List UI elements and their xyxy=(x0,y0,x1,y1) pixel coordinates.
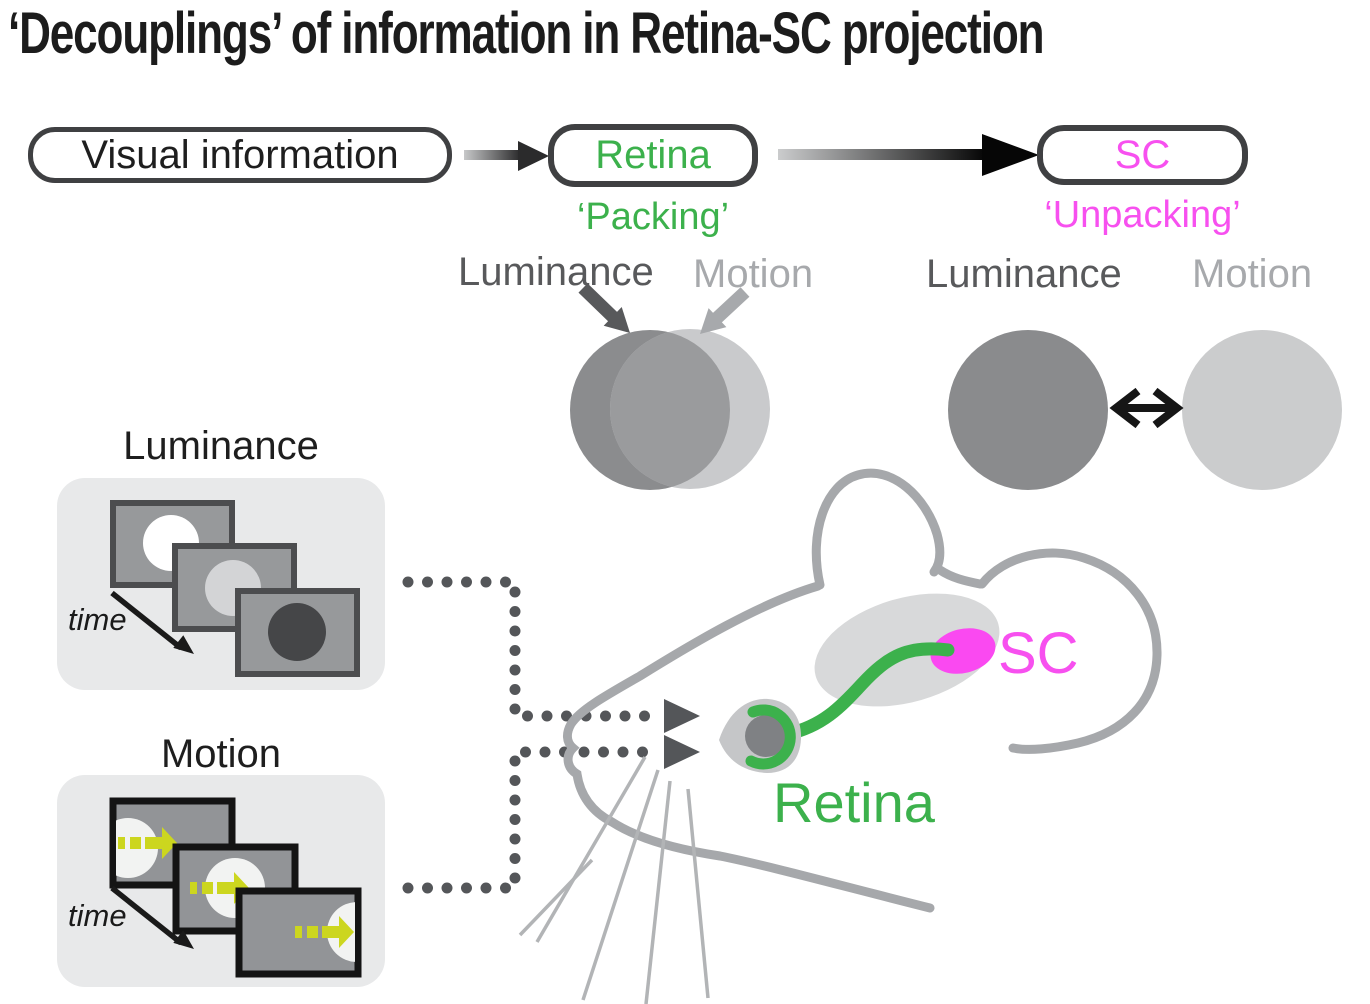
sc-blob xyxy=(930,628,996,674)
pupil xyxy=(745,715,787,757)
packing-luminance-label: Luminance xyxy=(458,250,654,294)
mouse-big-ear xyxy=(977,548,1162,754)
motion-panel-title: Motion xyxy=(160,732,282,776)
double-headed-arrow-icon xyxy=(1109,387,1184,429)
sc-box: SC xyxy=(1037,125,1248,185)
mouse-front-ear xyxy=(811,468,945,590)
mouse-head-between-ears xyxy=(935,565,985,589)
retina-ring xyxy=(745,704,796,770)
visual-information-label: Visual information xyxy=(81,132,399,177)
luminance-panel-title: Luminance xyxy=(123,424,319,468)
unpacking-label: ‘Unpacking’ xyxy=(1044,194,1241,236)
retina-box-label: Retina xyxy=(595,133,711,177)
luminance-frames xyxy=(110,500,360,677)
motion-pointer-arrow-icon xyxy=(700,287,750,334)
mouse-head-outline xyxy=(563,581,935,913)
figure-title: ‘Decouplings’ of information in Retina-S… xyxy=(8,1,1045,66)
motion-frames xyxy=(109,797,362,978)
packing-label: ‘Packing’ xyxy=(576,196,730,238)
motion-arrow-frame3-icon xyxy=(295,916,354,948)
visual-information-box: Visual information xyxy=(28,127,452,183)
time-label-luminance: time xyxy=(68,602,127,637)
retina-box: Retina xyxy=(548,124,758,187)
gradient-arrow-1-icon xyxy=(464,141,549,171)
mouse-head-illustration xyxy=(518,468,1162,1004)
unpacking-luminance-label: Luminance xyxy=(926,252,1122,296)
dotted-connector-luminance xyxy=(402,576,700,733)
packing-motion-label: Motion xyxy=(693,252,814,296)
sc-box-label: SC xyxy=(1114,132,1171,177)
time-arrow-motion-icon xyxy=(110,885,194,949)
mouse-sc-label: SC xyxy=(998,621,1079,686)
time-label-motion: time xyxy=(68,898,127,933)
dotted-connector-motion xyxy=(402,735,700,894)
gradient-arrow-2-icon xyxy=(778,134,1039,176)
whiskers xyxy=(518,756,710,1004)
packing-venn-circles xyxy=(570,329,770,490)
unpacking-motion-label: Motion xyxy=(1192,252,1313,296)
optic-nerve xyxy=(781,642,955,741)
motion-arrow-frame1-icon xyxy=(118,827,177,859)
mouse-retina-label: Retina xyxy=(773,771,935,834)
unpacking-circles xyxy=(948,330,1342,490)
luminance-pointer-arrow-icon xyxy=(578,283,630,333)
time-arrow-luminance-icon xyxy=(110,590,194,654)
